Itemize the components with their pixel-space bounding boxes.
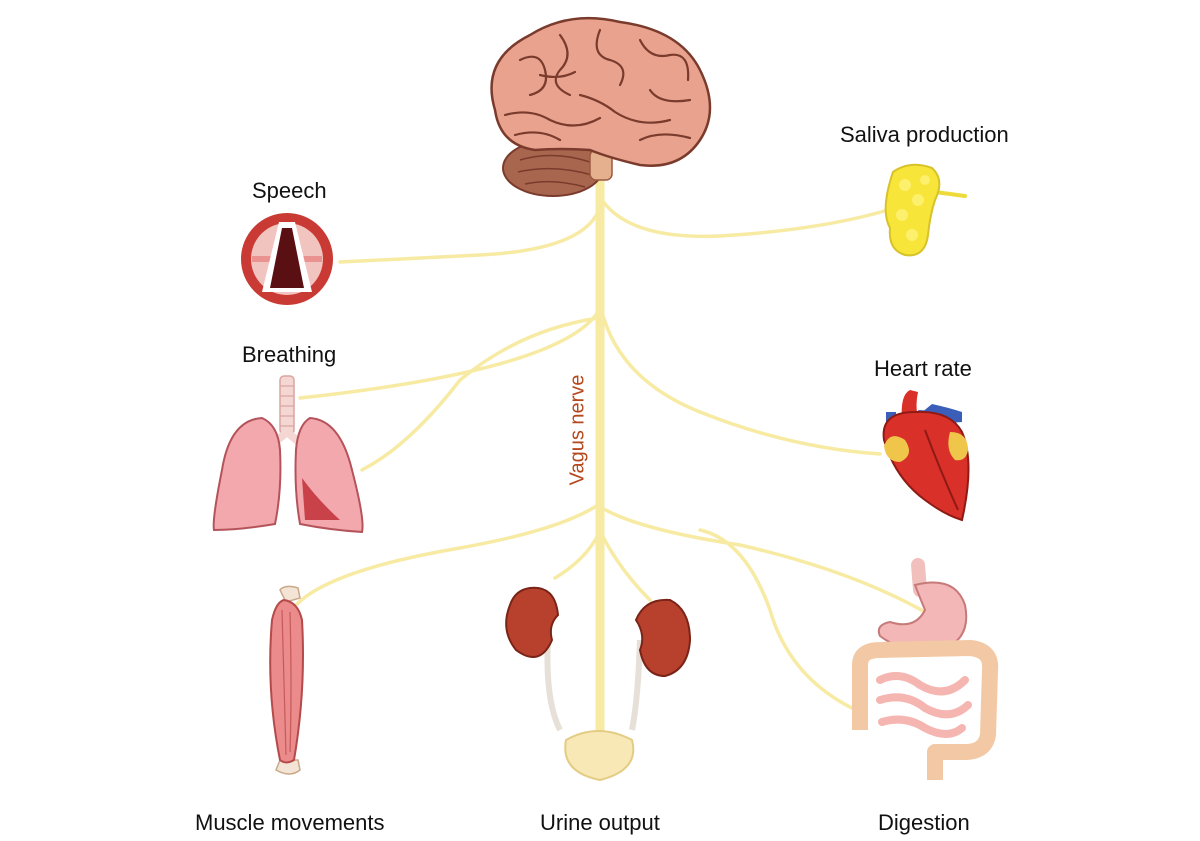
nerve-branch-breathing-lower [360,316,600,472]
heart-icon [882,390,970,522]
stomach [877,581,968,653]
nerve-branch-intestine [698,528,862,714]
small-intestine [876,672,972,738]
left-lung [212,416,282,532]
nerve-branch-heart [600,310,882,456]
label-saliva-production: Saliva production [840,122,1009,147]
heart-body [882,410,970,522]
muscle-body [269,598,304,764]
urinary-system-icon [505,586,692,782]
label-muscle-movements: Muscle movements [195,810,385,835]
label-breathing: Breathing [242,342,337,367]
right-kidney [634,598,692,678]
label-urine-output: Urine output [540,810,660,835]
label-heart-rate: Heart rate [874,356,972,381]
salivary-gland-icon [884,163,967,257]
nerve-network [294,165,927,740]
bladder [564,730,635,782]
label-vagus-nerve: Vagus nerve [566,374,589,486]
trachea [279,375,295,435]
nerve-branch-stomach [600,506,927,614]
large-intestine [852,640,999,780]
nerve-branch-saliva [600,198,890,239]
left-kidney [505,586,560,659]
lungs-icon [212,375,364,534]
brain-icon [490,16,712,197]
nerve-branch-speech [338,210,600,264]
larynx-icon [241,213,333,305]
nerve-branch-breathing-upper [298,310,600,400]
cerebrum [490,16,712,167]
muscle-icon [269,585,304,775]
nerve-branch-muscle [294,503,600,607]
label-digestion: Digestion [878,810,970,835]
nerve-branch-kidney-right [600,533,652,602]
nerve-branch-kidney-left [553,533,600,580]
digestive-system-icon [852,558,999,780]
label-speech: Speech [252,178,327,203]
